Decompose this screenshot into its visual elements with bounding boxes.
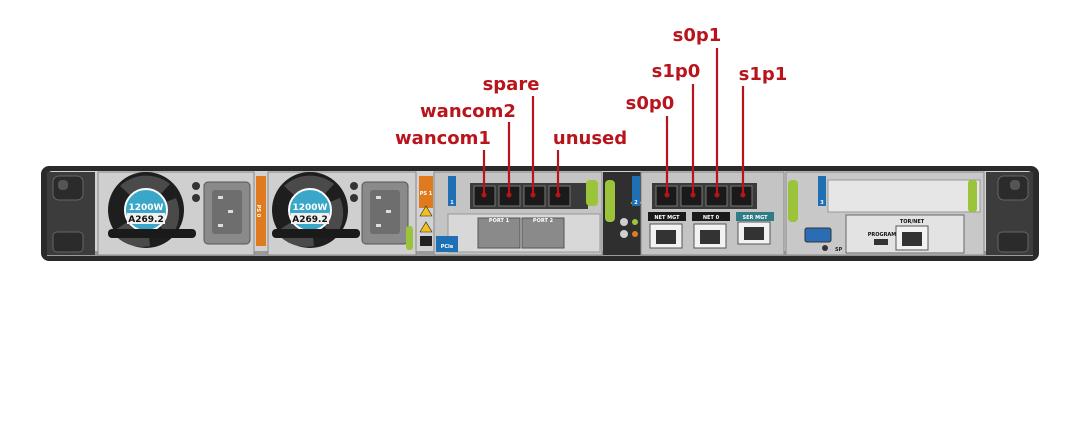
psu-1-tag-label: PS 1 bbox=[420, 191, 433, 197]
tor-net-label: TOR/NET bbox=[900, 219, 925, 225]
port-net-mgt[interactable] bbox=[649, 223, 683, 249]
pcie-slot-3-number: 3 bbox=[820, 200, 824, 206]
psu-1-tag: PS 1 bbox=[419, 176, 433, 246]
ser-mgt-label: SER MGT bbox=[742, 215, 768, 221]
psu-1-watts: 1200W bbox=[293, 203, 328, 213]
callout-spare: spare bbox=[483, 74, 540, 95]
power-supply-1: 1200W A269.2 bbox=[267, 171, 417, 256]
usb-port[interactable] bbox=[804, 227, 832, 243]
program-label: PROGRAM bbox=[868, 232, 897, 238]
right-rack-ear bbox=[986, 172, 1033, 255]
psu-0-model: A269.2 bbox=[128, 215, 163, 225]
sp-label: SP bbox=[835, 247, 843, 253]
power-supply-0: 1200W A269.2 bbox=[97, 171, 255, 256]
callout-s1p0: s1p0 bbox=[652, 61, 701, 82]
callout-s1p1: s1p1 bbox=[739, 64, 788, 85]
callout-wancom1: wancom1 bbox=[395, 128, 491, 149]
pcie-slot-2: 2 NET MGT NET 0 SER MGT bbox=[632, 171, 785, 256]
pcie-slot-1-number: 1 bbox=[450, 200, 454, 206]
callout-unused: unused bbox=[553, 128, 627, 149]
psu-0-tag: PS 0 bbox=[255, 176, 266, 246]
left-rack-ear bbox=[47, 172, 95, 255]
port-2-label: PORT 2 bbox=[533, 218, 554, 224]
status-panel bbox=[603, 172, 643, 255]
callout-leaders bbox=[482, 48, 745, 194]
pcie-slot-1: 1 PORT 1 PORT 2 PCIe bbox=[433, 171, 603, 256]
pcie-slot-label: PCIe bbox=[441, 244, 454, 250]
callout-wancom2: wancom2 bbox=[420, 101, 516, 122]
right-io-section: 3 SP TOR/NET PROGRAM bbox=[785, 171, 985, 256]
net-0-label: NET 0 bbox=[703, 215, 720, 221]
pcie-slot-2-number: 2 bbox=[634, 200, 638, 206]
psu-1-model: A269.2 bbox=[292, 215, 327, 225]
psu-0-tag-label: PS 0 bbox=[255, 205, 261, 218]
callout-s0p0: s0p0 bbox=[626, 93, 675, 114]
port-1-label: PORT 1 bbox=[489, 218, 510, 224]
callout-dots bbox=[481, 192, 746, 198]
psu-0-watts: 1200W bbox=[129, 203, 164, 213]
callout-labels: wancom1 wancom2 spare unused s0p0 s1p0 s… bbox=[395, 25, 787, 149]
callout-s0p1: s0p1 bbox=[673, 25, 722, 46]
net-mgt-label: NET MGT bbox=[654, 215, 680, 221]
